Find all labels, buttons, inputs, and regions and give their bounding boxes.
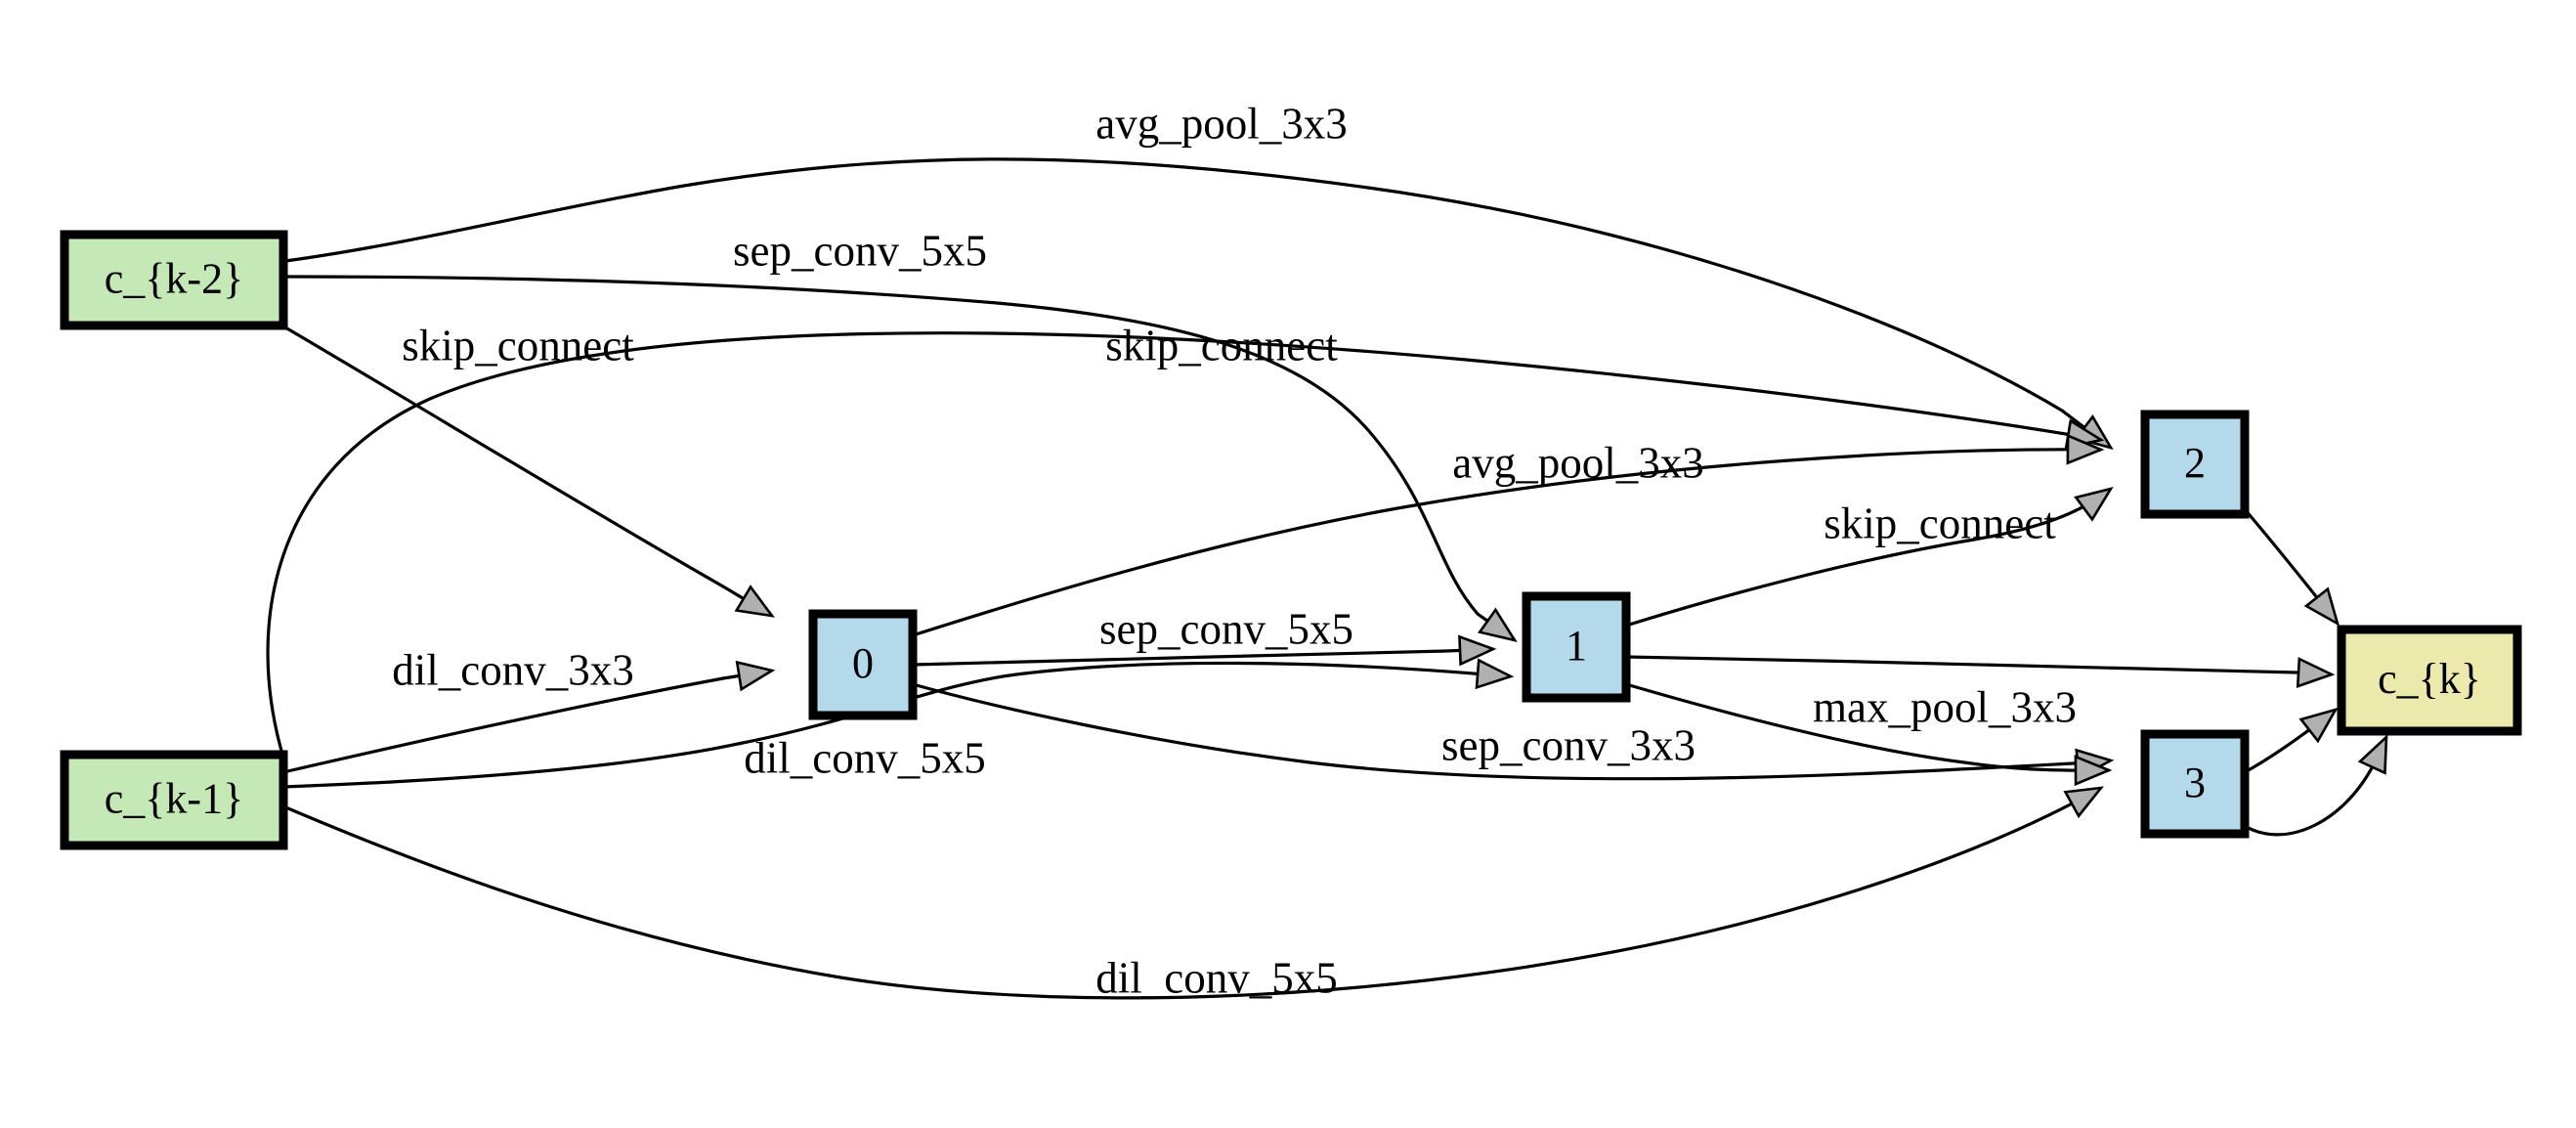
graph-node-n2[interactable]: 2 [2140, 410, 2250, 519]
graph-edge [284, 275, 1518, 642]
edge-label: skip_connect [1105, 321, 1338, 369]
edge-arrowhead [2063, 786, 2104, 819]
edge-path [282, 786, 2102, 1000]
node-label: 3 [2184, 759, 2206, 806]
graph-edge [912, 433, 2105, 637]
node-box[interactable] [808, 609, 918, 720]
graph-node-ck2[interactable]: c_{k-2} [60, 230, 288, 330]
edge-arrowhead [2296, 657, 2336, 688]
node-box[interactable] [2140, 410, 2250, 519]
edge-label: skip_connect [1824, 499, 2056, 547]
graph-edge [282, 660, 776, 774]
node-box[interactable] [60, 230, 288, 330]
graph-node-n1[interactable]: 1 [1522, 591, 1631, 703]
edge-label: avg_pool_3x3 [1452, 438, 1703, 487]
edge-arrowhead [2357, 733, 2388, 775]
graph-edge [1625, 655, 2336, 688]
edge-label: sep_conv_5x5 [1099, 604, 1353, 653]
nodes-layer: c_{k-2} c_{k-1} 0 1 2 3 c_{k} [60, 230, 2522, 850]
edge-label: avg_pool_3x3 [1095, 99, 1347, 148]
edge-path [284, 157, 2112, 450]
node-label: c_{k-2} [105, 255, 243, 303]
graph-edge [2244, 707, 2339, 774]
graph-edge [2244, 733, 2388, 837]
edge-label: dil_conv_5x5 [1095, 953, 1337, 1002]
edge-path [2244, 736, 2388, 837]
graph-edge [2243, 507, 2340, 627]
graph-node-ck[interactable]: c_{k} [2337, 625, 2522, 736]
graph-edge [1625, 682, 2113, 787]
graph-edge [282, 786, 2104, 1000]
graph-edge [284, 325, 775, 618]
node-label: 2 [2184, 439, 2206, 487]
edge-label: skip_connect [402, 321, 634, 369]
edge-arrowhead [735, 660, 776, 692]
graph-edge [1625, 486, 2114, 628]
edge-label: dil_conv_5x5 [744, 733, 985, 782]
node-box[interactable] [2140, 729, 2250, 839]
edge-label: sep_conv_3x3 [1441, 720, 1696, 769]
edge-arrowhead [2074, 486, 2114, 522]
graph-node-n3[interactable]: 3 [2140, 729, 2250, 839]
graph-node-ck1[interactable]: c_{k-1} [60, 750, 288, 850]
graph-node-n0[interactable]: 0 [808, 609, 918, 720]
edge-path [912, 448, 2102, 637]
edge-label: max_pool_3x3 [1813, 682, 2077, 731]
edge-arrowhead [1475, 658, 1515, 690]
graph-edge [912, 634, 1497, 667]
graph-edge [284, 157, 2114, 451]
edge-path [1625, 655, 2333, 676]
edge-path [266, 331, 2102, 759]
node-label: 0 [852, 639, 874, 687]
edge-arrowhead [2298, 707, 2339, 744]
edge-arrowhead [1458, 634, 1497, 667]
edge-path [284, 275, 1516, 642]
edge-path [1625, 682, 2110, 772]
edges-layer [266, 157, 2388, 1000]
node-box[interactable] [60, 750, 288, 850]
edge-label: dil_conv_3x3 [392, 645, 633, 694]
node-label: c_{k-1} [105, 775, 243, 823]
edge-path [912, 647, 1494, 667]
edge-arrowhead [734, 585, 775, 618]
node-box[interactable] [2337, 625, 2522, 736]
edge-arrowhead [1477, 607, 1518, 642]
edge-label: sep_conv_5x5 [733, 226, 987, 275]
edge-path [912, 682, 2112, 781]
edge-path [282, 669, 773, 774]
edge-path [1625, 487, 2112, 628]
edge-arrowhead [2303, 586, 2340, 627]
node-box[interactable] [1522, 591, 1631, 703]
node-label: 1 [1566, 622, 1587, 670]
edge-path [284, 325, 773, 618]
edge-arrowhead [2074, 755, 2113, 787]
edge-arrowhead [2066, 433, 2105, 465]
node-label: c_{k} [2378, 655, 2481, 703]
